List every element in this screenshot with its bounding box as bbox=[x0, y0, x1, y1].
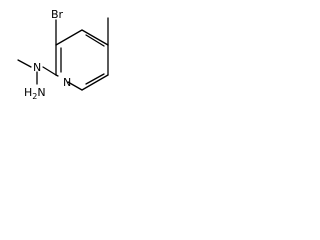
bond-c5-c6 bbox=[81, 74, 109, 91]
amine-subscript: 2 bbox=[32, 92, 37, 101]
bond-c3-c2-top bbox=[55, 29, 83, 46]
pyridine-ring bbox=[55, 29, 109, 91]
bond-c3-c4 bbox=[81, 29, 109, 46]
amine-label: H2N bbox=[24, 86, 46, 101]
bond-c2-hydrazine-n bbox=[42, 66, 57, 76]
amine-n-label: N bbox=[37, 86, 45, 99]
bond-c6-n1 bbox=[67, 81, 83, 91]
chemical-structure-diagram: Br N N H2N bbox=[17, 8, 109, 101]
bond-c5-c6-inner bbox=[85, 73, 105, 85]
bromine-label: Br bbox=[51, 8, 64, 21]
bond-n-methyl bbox=[17, 59, 32, 68]
amine-h-label: H bbox=[24, 86, 32, 99]
bond-c3-c4-inner bbox=[85, 34, 105, 47]
hydrazine-nitrogen-label: N bbox=[33, 61, 41, 74]
ring-nitrogen-label: N bbox=[63, 76, 71, 89]
